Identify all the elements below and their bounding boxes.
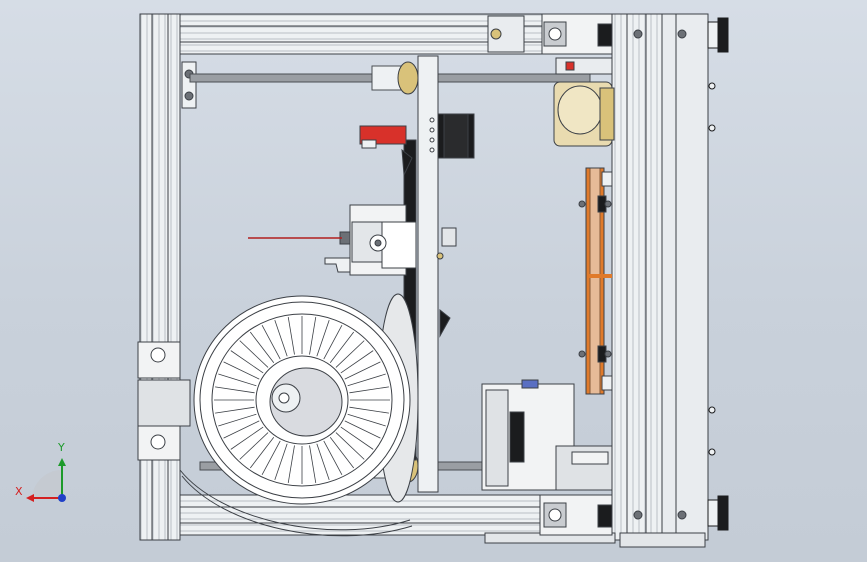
coordinate-triad-icon bbox=[26, 458, 66, 502]
right-knobs bbox=[707, 17, 729, 531]
spool-spoke bbox=[329, 331, 355, 364]
spool-spoke bbox=[347, 413, 386, 427]
electronics-box bbox=[481, 379, 613, 491]
spool-spoke bbox=[323, 440, 343, 476]
spool-spoke bbox=[230, 350, 264, 374]
filament-spool bbox=[179, 293, 419, 537]
spool-spoke bbox=[218, 373, 257, 387]
axis-x-label: X bbox=[15, 485, 23, 498]
top-corner-brackets bbox=[487, 13, 687, 55]
spool-spokes bbox=[214, 316, 390, 484]
spool-spoke bbox=[223, 420, 260, 439]
right-outer-panel bbox=[661, 13, 709, 541]
spool-spoke bbox=[215, 406, 255, 414]
extruder-assembly bbox=[324, 204, 457, 276]
y-motor-assembly bbox=[553, 57, 615, 147]
spool-spoke bbox=[230, 426, 264, 450]
spool-spoke bbox=[347, 373, 386, 387]
spool-spoke bbox=[340, 350, 374, 374]
spool-spoke bbox=[309, 445, 317, 484]
spool-spoke bbox=[261, 324, 281, 360]
spool-spoke bbox=[261, 440, 281, 476]
spool-spoke bbox=[239, 340, 269, 368]
spool-spoke bbox=[287, 316, 295, 355]
spool-spoke bbox=[239, 432, 269, 460]
spool-spoke bbox=[329, 436, 355, 469]
spool-spoke bbox=[344, 361, 381, 380]
axis-y-label: Y bbox=[58, 441, 65, 454]
spool-spoke bbox=[274, 443, 288, 481]
spool-spoke bbox=[316, 319, 330, 357]
spool-spoke bbox=[309, 316, 317, 355]
base-foot-right bbox=[619, 532, 706, 548]
spool-spoke bbox=[249, 436, 275, 469]
spool-spoke bbox=[335, 432, 365, 460]
left-brackets bbox=[137, 61, 197, 461]
spool-spoke bbox=[344, 420, 381, 439]
orange-panel bbox=[578, 167, 613, 395]
spool-spoke bbox=[287, 445, 295, 484]
spool-spoke bbox=[349, 386, 389, 394]
spool-spoke bbox=[323, 324, 343, 360]
left-post bbox=[139, 13, 181, 541]
spool-spoke bbox=[249, 331, 275, 364]
spool-spoke bbox=[349, 406, 389, 414]
spool-spoke bbox=[218, 413, 257, 427]
spool-spoke bbox=[223, 361, 260, 380]
right-post bbox=[611, 13, 663, 541]
spool-spoke bbox=[340, 426, 374, 450]
bottom-corner-brackets bbox=[539, 494, 687, 536]
vertical-plate bbox=[417, 55, 439, 493]
spool-spoke bbox=[215, 386, 255, 394]
spool-spoke bbox=[274, 319, 288, 357]
spool-spoke bbox=[316, 443, 330, 481]
spool-spoke bbox=[335, 340, 365, 368]
